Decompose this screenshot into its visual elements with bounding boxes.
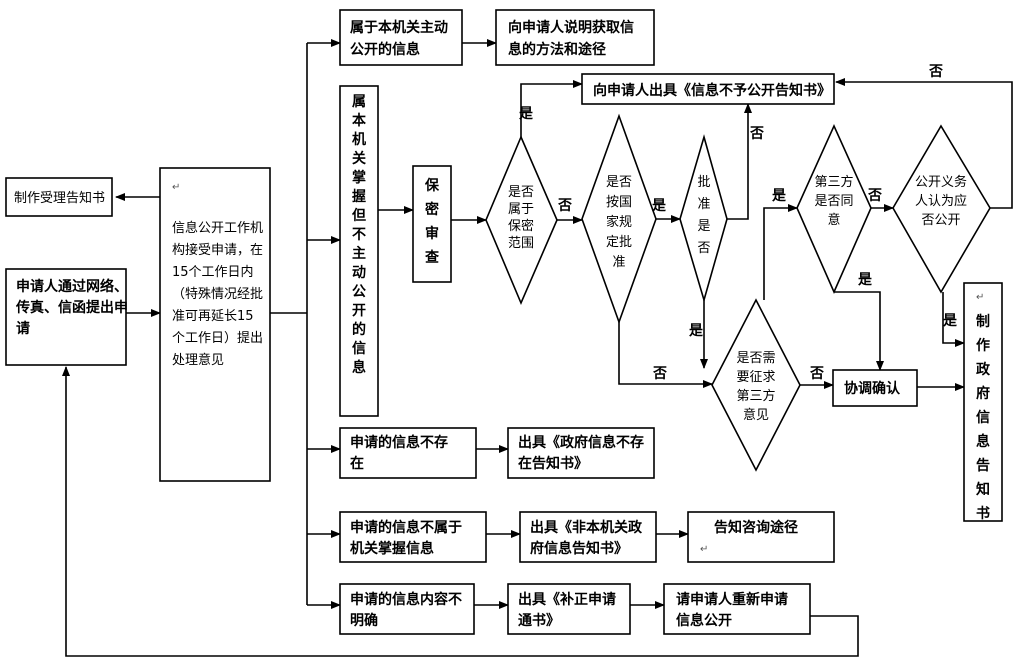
node-unclear: 申请的信息内容不明确: [339, 583, 475, 635]
node-reapply-text: 请申请人重新申请信息公开: [676, 591, 788, 629]
label-no: 否: [557, 198, 572, 214]
node-consult-route: 告知咨询途径 ↵: [687, 511, 835, 563]
arrow-obligor-no: [835, 78, 1013, 209]
node-explain-method: 向申请人说明获取信息的方法和途径: [495, 9, 655, 66]
decision-obligor-public: 公开义务人认为应否公开: [892, 124, 991, 294]
decision-third-party-agree: 第三方是否同意: [796, 124, 872, 294]
decision-approve: 批准是否: [679, 134, 728, 303]
label-yes: 是: [772, 188, 787, 204]
node-held-not-active: 属本机关掌握但不主动公开的信息: [339, 85, 379, 417]
node-reapply: 请申请人重新申请信息公开: [663, 583, 811, 635]
decision-is-secret-text: 是否属于保密范围: [508, 185, 534, 251]
label-no: 否: [749, 126, 764, 142]
arrow-opinion-yes: [763, 204, 798, 300]
arrow-reapply-loop: [62, 366, 859, 657]
node-coordinate: 协调确认: [832, 369, 918, 407]
node-make-gov-notice: ↵ 制作政府信息告知书: [963, 282, 1003, 522]
connectors: [62, 39, 1013, 657]
para-mark: ↵: [172, 182, 180, 193]
para-mark: ↵: [700, 544, 708, 555]
decision-law-approval-text: 是否按国家规定批准: [606, 175, 632, 270]
label-yes: 是: [943, 313, 958, 329]
para-mark: ↵: [976, 292, 984, 303]
node-unclear-text: 申请的信息内容不明确: [350, 591, 462, 629]
node-active-public-text: 属于本机关主动公开的信息: [350, 19, 448, 58]
arrow-law-no: [618, 322, 713, 388]
decision-obligor-public-text: 公开义务人认为应否公开: [915, 174, 967, 228]
node-not-exist-notice: 出具《政府信息不存在告知书》: [507, 427, 655, 479]
node-explain-method-text: 向申请人说明获取信息的方法和途径: [508, 19, 634, 58]
arrow-agree-yes: [834, 291, 884, 371]
node-not-agency-text: 申请的信息不属于机关掌握信息: [350, 519, 462, 557]
label-yes: 是: [652, 198, 667, 214]
label-no: 否: [652, 366, 667, 382]
arrow-secret-yes: [520, 80, 583, 137]
label-yes: 是: [858, 272, 873, 288]
node-secrecy-review: 保密审查: [412, 165, 452, 283]
decision-is-secret: 是否属于保密范围: [485, 134, 558, 306]
node-not-agency-notice-text: 出具《非本机关政府信息告知书》: [530, 519, 643, 557]
node-not-agency-notice: 出具《非本机关政府信息告知书》: [519, 511, 657, 563]
node-secrecy-review-text: 保密审查: [424, 177, 440, 266]
node-not-agency: 申请的信息不属于机关掌握信息: [339, 511, 487, 563]
node-not-exist-notice-text: 出具《政府信息不存在告知书》: [518, 434, 644, 472]
decision-third-party-opinion: 是否需要征求第三方意见: [711, 298, 801, 472]
edge-labels: 是 否 是 否 是 否 是 否 是 否 否 是: [519, 64, 958, 382]
decision-third-party-agree-text: 第三方是否同意: [814, 174, 853, 228]
node-not-exist-text: 申请的信息不存在: [350, 434, 448, 472]
node-nondisclosure-notice: 向申请人出具《信息不予公开告知书》: [581, 73, 835, 105]
decision-law-approval: 是否按国家规定批准: [581, 113, 657, 325]
node-correction-notice: 出具《补正申请通书》: [507, 583, 631, 635]
node-submit-text: 申请人通过网络、传真、信函提出申请: [15, 278, 128, 337]
node-not-exist: 申请的信息不存在: [339, 427, 477, 479]
node-consult-route-text: 告知咨询途径: [714, 519, 798, 536]
arrow-approve-no: [727, 103, 752, 220]
label-no: 否: [928, 64, 943, 80]
node-correction-notice-text: 出具《补正申请通书》: [518, 591, 616, 629]
label-yes: 是: [689, 323, 704, 339]
decision-third-party-opinion-text: 是否需要征求第三方意见: [736, 351, 775, 423]
decision-approve-text: 批准是否: [697, 175, 710, 256]
node-coordinate-text: 协调确认: [844, 380, 901, 397]
node-held-not-active-text: 属本机关掌握但不主动公开的信息: [351, 94, 367, 376]
label-no: 否: [809, 366, 824, 382]
node-active-public: 属于本机关主动公开的信息: [339, 9, 463, 66]
node-submit: 申请人通过网络、传真、信函提出申请: [5, 268, 128, 366]
node-nondisclosure-notice-text: 向申请人出具《信息不予公开告知书》: [593, 82, 831, 99]
label-no: 否: [867, 188, 882, 204]
arrow-obligor-yes: [942, 292, 965, 347]
node-receipt-notice-text: 制作受理告知书: [14, 190, 105, 206]
label-yes: 是: [519, 106, 534, 122]
node-receipt-notice: 制作受理告知书: [5, 177, 113, 217]
node-make-gov-notice-text: 制作政府信息告知书: [976, 313, 991, 522]
